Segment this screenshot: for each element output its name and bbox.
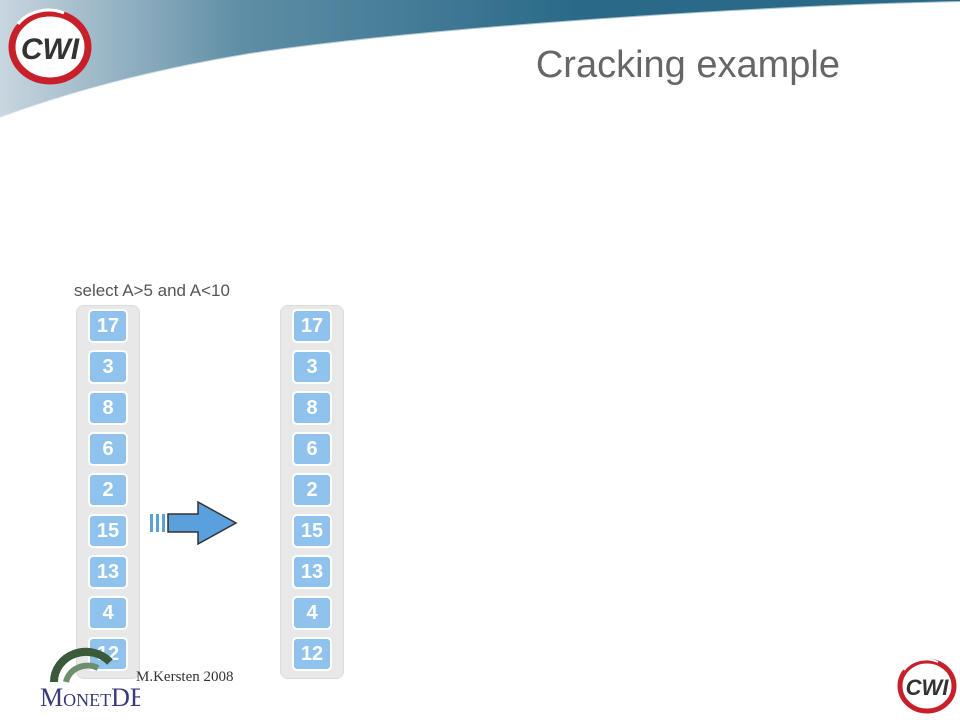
header-banner	[0, 0, 960, 119]
cwi-logo-bottom-text: CWI	[906, 675, 950, 700]
monetdb-logo-onet: ONET	[63, 690, 111, 710]
column-before-cell: 4	[88, 596, 128, 630]
column-after-cell: 13	[292, 555, 332, 589]
cwi-logo-top: CWI	[8, 8, 92, 85]
column-after-cell: 8	[292, 391, 332, 425]
slide-title: Cracking example	[535, 44, 840, 86]
column-after-cell: 2	[292, 473, 332, 507]
column-after-cell: 3	[292, 350, 332, 384]
monetdb-logo: MONETDB	[40, 647, 140, 712]
column-after: 17 3 8 6 2 15 13 4 12	[280, 305, 344, 679]
column-before-cell: 3	[88, 350, 128, 384]
column-before-cell: 15	[88, 514, 128, 548]
cwi-logo-top-text: CWI	[21, 33, 80, 66]
column-after-cell: 12	[292, 637, 332, 671]
column-after-cell: 6	[292, 432, 332, 466]
footer-author: M.Kersten 2008	[136, 669, 234, 685]
monetdb-logo-db: DB	[111, 683, 140, 712]
column-after-cell: 15	[292, 514, 332, 548]
svg-text:MONETDB: MONETDB	[40, 683, 140, 712]
column-before-cell: 6	[88, 432, 128, 466]
monetdb-logo-m: M	[40, 683, 63, 712]
column-before-cell: 8	[88, 391, 128, 425]
cwi-logo-bottom: CWI	[897, 658, 957, 714]
column-before-cell: 13	[88, 555, 128, 589]
column-after-cell: 4	[292, 596, 332, 630]
column-before-cell: 17	[88, 309, 128, 343]
column-after-cell: 17	[292, 309, 332, 343]
column-before-cell: 2	[88, 473, 128, 507]
right-arrow-icon	[150, 500, 238, 546]
query-text: select A>5 and A<10	[74, 281, 230, 300]
